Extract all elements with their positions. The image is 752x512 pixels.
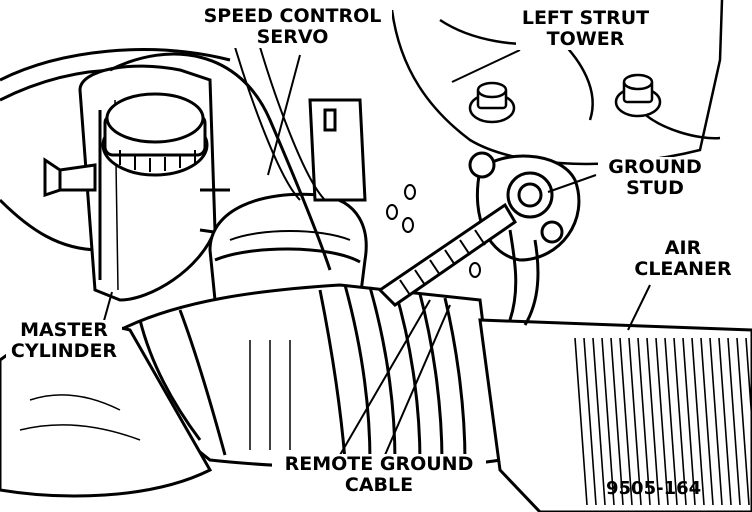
label-ground-stud: GROUND STUD [598,157,712,199]
hatch-line [646,337,660,506]
label-line: CABLE [344,474,414,496]
hatch-line [655,337,669,506]
strut-bolt-right [614,73,662,118]
label-line: SPEED CONTROL [203,5,382,27]
remote-ground-cable [377,202,517,307]
label-line: CYLINDER [10,340,118,362]
hatch-line [601,337,615,506]
label-line: LEFT STRUT [521,7,650,29]
speed-control-servo [208,29,368,302]
figure-number: 9505-164 [606,478,702,499]
label-line: CLEANER [634,258,732,280]
air-cleaner-housing [478,318,752,512]
leader-lines [99,49,651,456]
label-line: MASTER [20,319,108,341]
strut-bolt-left [468,81,516,124]
hatch-line [727,337,741,506]
body-holes [386,184,481,278]
hatch-line [691,337,705,506]
label-line: REMOTE GROUND [284,453,474,475]
label-remote-ground-cable: REMOTE GROUND CABLE [272,454,486,496]
label-line: STUD [626,177,684,199]
label-line: SERVO [256,26,329,48]
label-left-strut-tower: LEFT STRUT TOWER [516,8,655,50]
label-master-cylinder: MASTER CYLINDER [6,320,122,362]
label-line: GROUND [608,156,702,178]
master-cylinder [43,64,236,302]
hatch-line [628,337,642,506]
hatch-line [592,337,606,506]
hatch-line [682,337,696,506]
hatch-line [736,337,750,506]
label-speed-control-servo: SPEED CONTROL SERVO [193,6,392,48]
hatch-line [664,337,678,506]
hatch-line [718,337,732,506]
hatch-line [673,337,687,506]
hatch-line [637,337,651,506]
hatch-line [574,337,588,506]
label-line: TOWER [546,28,625,50]
label-line: AIR [664,237,702,259]
hatch-line [709,337,723,506]
air-intake-duct [0,283,502,498]
hatch-line [745,337,752,433]
hatch-line [619,337,633,506]
hatch-line [583,337,597,506]
hatch-line [610,337,624,506]
label-air-cleaner: AIR CLEANER [626,238,740,280]
speed-control-cable [109,52,332,271]
hatch-line [700,337,714,506]
